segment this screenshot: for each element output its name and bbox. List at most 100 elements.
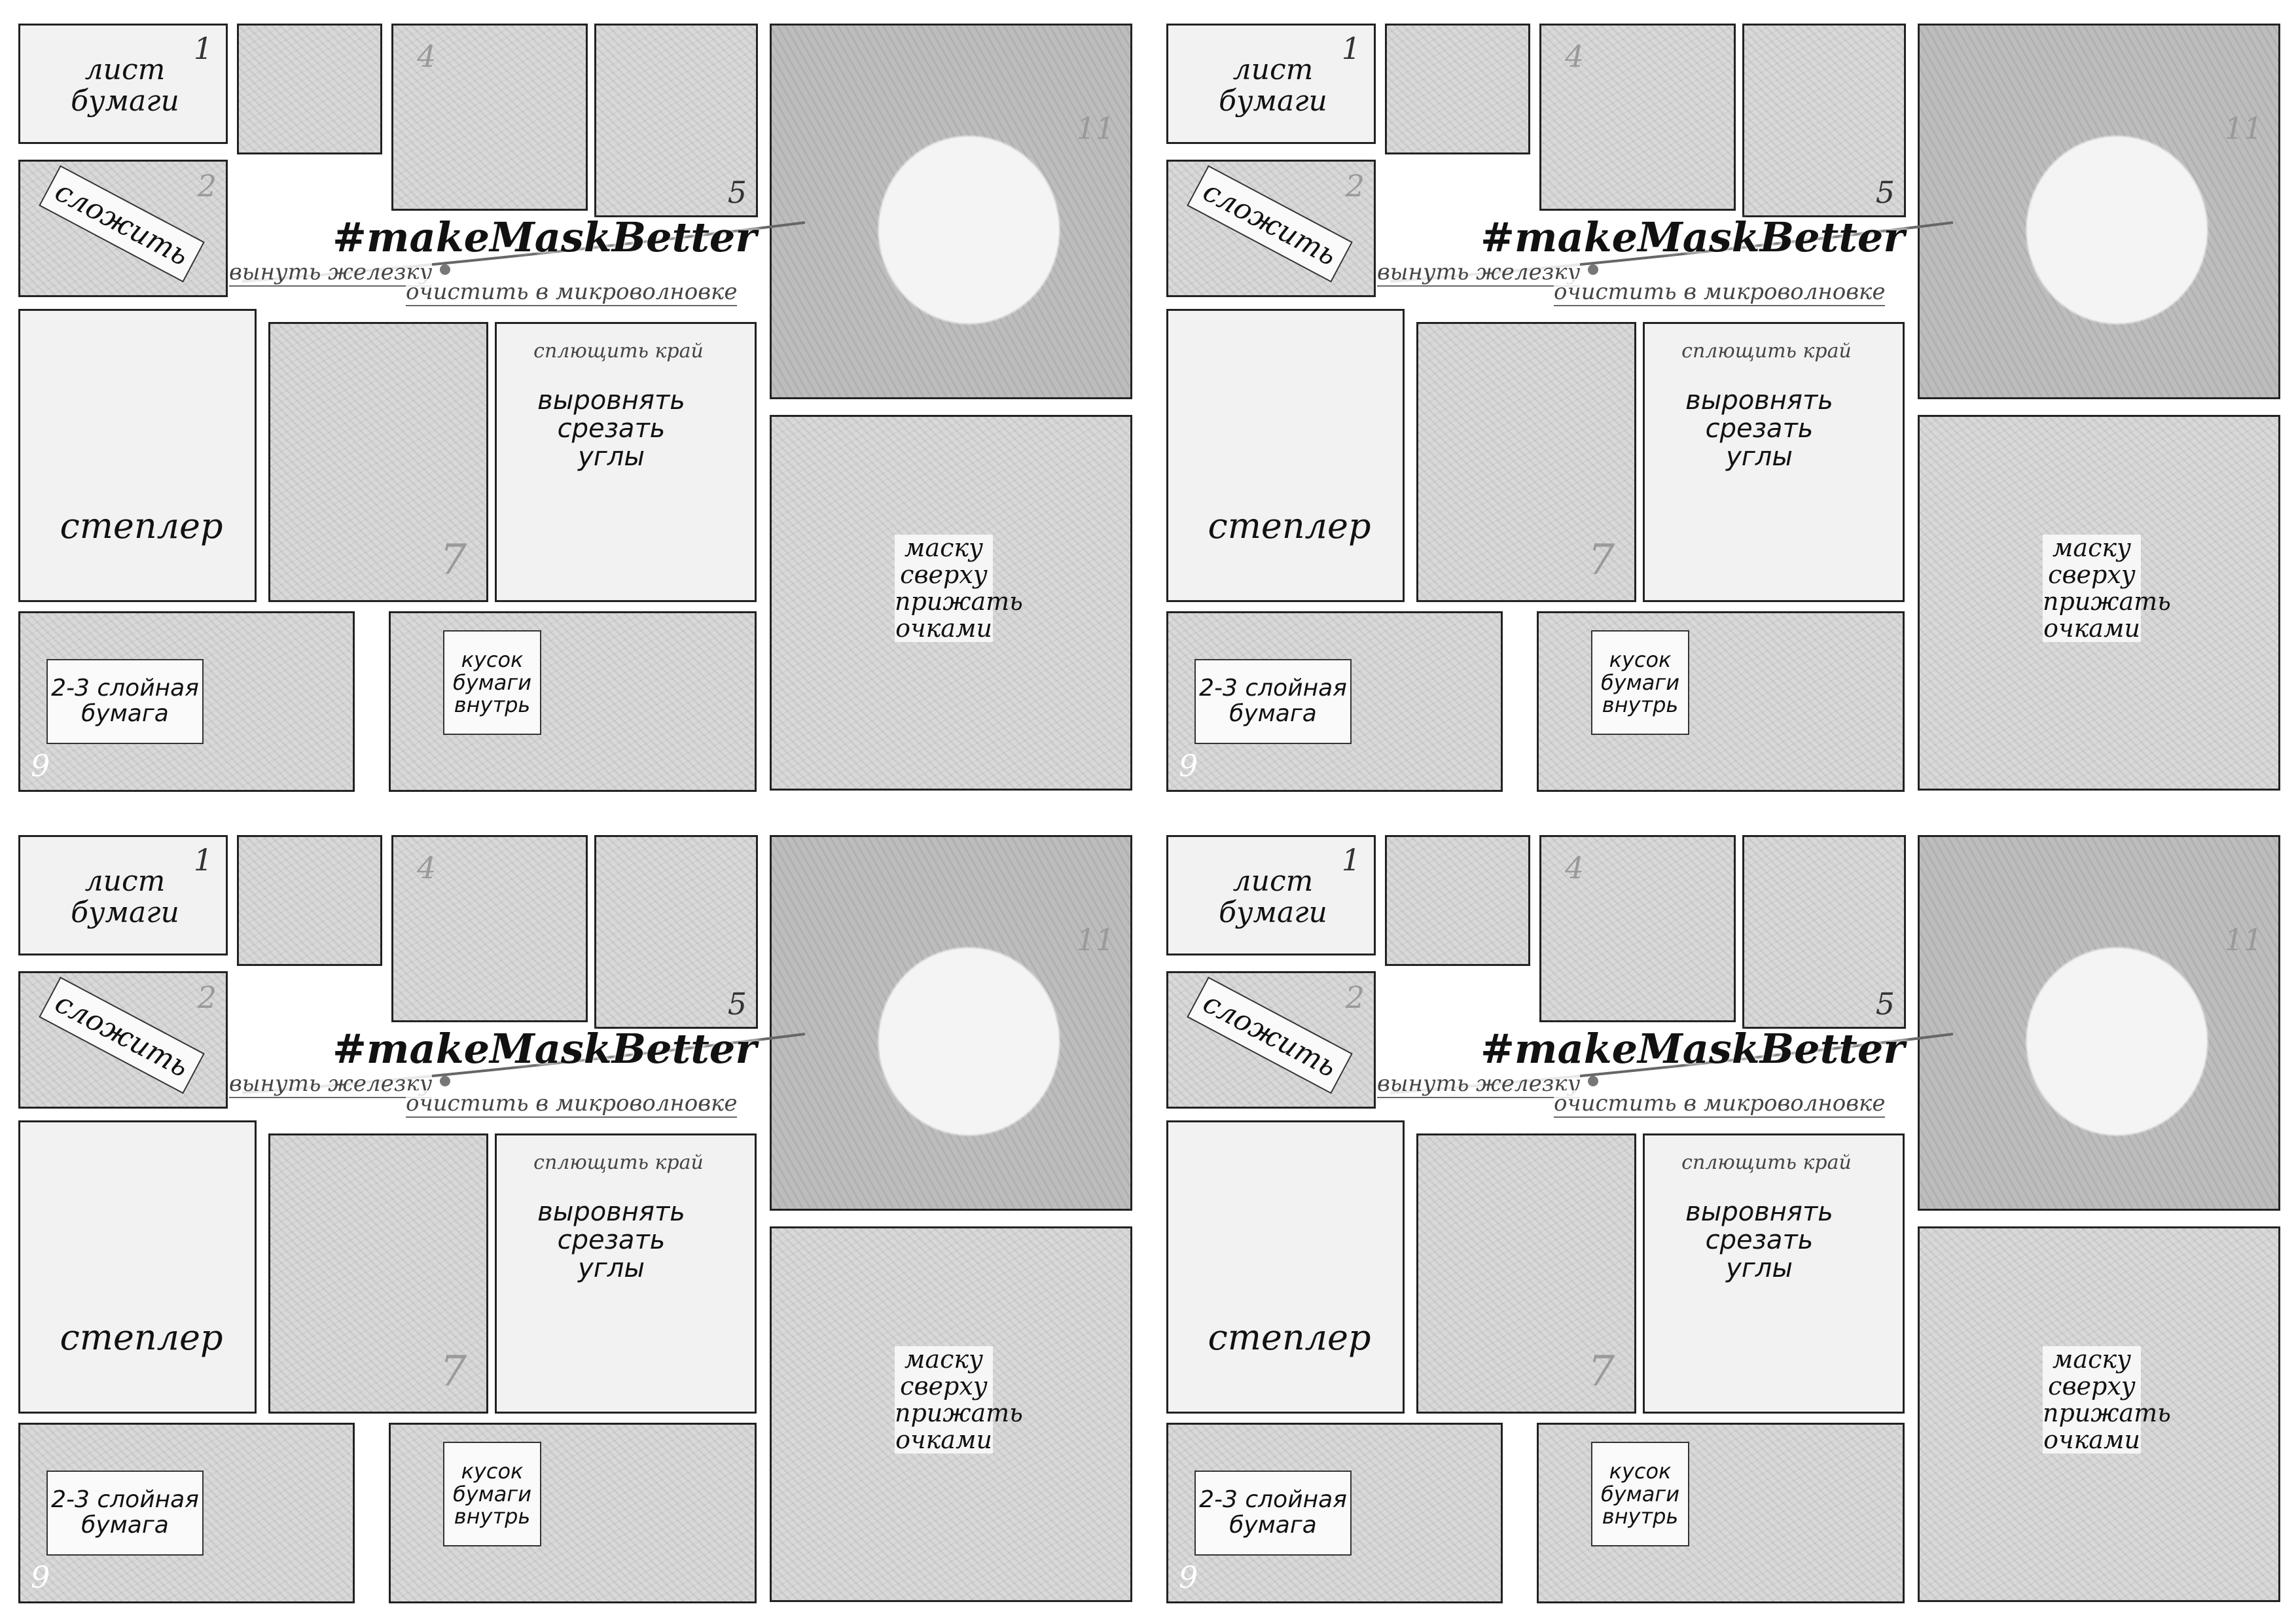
panel-1: лист бумаги 1 [18,24,228,144]
step-9-number: 9 [1179,1560,1198,1595]
stapler-label: степлер [1208,1317,1371,1358]
instruction-sheet-top-left: лист бумаги 1 4 5 11 сложить 2 #makeMask… [0,0,1148,812]
paper-type-label: 2-3 слойная бумага [1199,675,1347,727]
paper-inside-card: кусок бумаги внутрь [1591,1442,1689,1546]
panel-11: 11 [770,835,1132,1211]
instruction-sheet-bottom-left: лист бумаги 1 4 5 11 сложить 2 #makeMask… [0,812,1148,1623]
fold-label-card: сложить [1187,976,1353,1094]
step-1-label: лист бумаги [71,53,179,118]
step-11-number: 11 [2224,922,2263,957]
panel-stapler: степлер [1166,1120,1405,1414]
instruction-sheet-top-right: лист бумаги 1 4 5 11 сложить 2 #makeMask… [1148,0,2296,812]
fold-label-card: сложить [39,165,205,283]
paper-type-label: 2-3 слойная бумага [51,675,199,727]
hashtag-title: #makeMaskBetter [332,213,757,261]
step-9-number: 9 [31,1560,50,1595]
paper-type-card: 2-3 слойная бумага [46,659,204,744]
step-11-number: 11 [1076,922,1115,957]
step-4-number: 4 [1565,850,1585,885]
remove-wire-label: вынуть железку [229,259,433,287]
step-1-label: лист бумаги [71,865,179,929]
panel-4: 4 [391,24,588,211]
step-2-number: 2 [197,168,217,204]
microwave-label: очистить в микроволновке [406,279,738,306]
panel-5: 5 [1742,24,1906,217]
step-2-label: сложить [1197,174,1342,273]
align-cut-label: выровнять срезать углы [1685,1197,1833,1284]
panel-hand-1 [1385,24,1530,154]
panel-7: 7 [268,1133,488,1414]
panel-4: 4 [1539,24,1736,211]
panel-stapler: степлер [1166,309,1405,602]
press-glasses-label: маску сверху прижать очками [895,1345,1023,1455]
flatten-edge-label: сплющить край [1681,1151,1852,1174]
step-1-number: 1 [1341,842,1361,878]
step-2-label: сложить [49,986,194,1084]
panel-7: 7 [268,322,488,602]
panel-11: 11 [770,24,1132,399]
panel-7: 7 [1416,1133,1636,1414]
microwave-label: очистить в микроволновке [1554,279,1886,306]
step-2-label: сложить [49,174,194,273]
fold-label-card: сложить [1187,165,1353,283]
paper-type-label: 2-3 слойная бумага [51,1486,199,1539]
step-1-label: лист бумаги [1219,865,1327,929]
panel-2: сложить 2 [18,971,228,1109]
fold-label-card: сложить [39,976,205,1094]
panel-7: 7 [1416,322,1636,602]
panel-1: лист бумаги 1 [1166,835,1376,955]
panel-2: сложить 2 [1166,160,1376,297]
paper-inside-card: кусок бумаги внутрь [443,630,541,735]
step-5-number: 5 [727,175,747,210]
panel-9: 2-3 слойная бумага 9 [1166,611,1503,792]
step-9-number: 9 [31,748,50,783]
remove-wire-label: вынуть железку [1377,259,1581,287]
microwave-label: очистить в микроволновке [1554,1090,1886,1118]
flatten-edge-label: сплющить край [533,340,704,363]
panel-paper-inside: кусок бумаги внутрь [389,611,757,792]
panel-11: 11 [1918,24,2280,399]
step-5-number: 5 [727,986,747,1022]
remove-wire-label: вынуть железку [1377,1071,1581,1098]
flatten-edge-label: сплющить край [1681,340,1852,363]
panel-align: сплющить край выровнять срезать углы [495,322,757,602]
panel-stapler: степлер [18,309,257,602]
panel-paper-inside: кусок бумаги внутрь [389,1423,757,1603]
step-1-number: 1 [193,31,213,66]
panel-align: сплющить край выровнять срезать углы [1643,1133,1905,1414]
step-2-number: 2 [197,980,217,1015]
remove-wire-label: вынуть железку [229,1071,433,1098]
stapler-label: степлер [60,1317,223,1358]
step-11-number: 11 [1076,111,1115,146]
panel-4: 4 [391,835,588,1022]
panel-hand-1 [237,835,382,966]
press-glasses-label: маску сверху прижать очками [895,533,1023,643]
step-7-number: 7 [440,1347,467,1396]
hashtag-title: #makeMaskBetter [1480,1025,1905,1073]
align-cut-label: выровнять срезать углы [1685,385,1833,473]
step-7-number: 7 [1588,1347,1615,1396]
step-4-number: 4 [417,850,437,885]
panel-hand-1 [237,24,382,154]
step-7-number: 7 [440,536,467,584]
panel-5: 5 [594,24,758,217]
panel-1: лист бумаги 1 [18,835,228,955]
press-glasses-label: маску сверху прижать очками [2043,1345,2171,1455]
panel-align: сплющить край выровнять срезать углы [495,1133,757,1414]
step-5-number: 5 [1875,175,1895,210]
step-9-number: 9 [1179,748,1198,783]
align-cut-label: выровнять срезать углы [537,1197,685,1284]
paper-type-label: 2-3 слойная бумага [1199,1486,1347,1539]
step-4-number: 4 [417,39,437,74]
step-1-number: 1 [193,842,213,878]
stapler-label: степлер [60,505,223,546]
panel-5: 5 [1742,835,1906,1029]
panel-press-glasses: маску сверху прижать очками [770,1226,1132,1602]
paper-type-card: 2-3 слойная бумага [46,1471,204,1556]
panel-1: лист бумаги 1 [1166,24,1376,144]
panel-9: 2-3 слойная бумага 9 [18,611,355,792]
paper-inside-card: кусок бумаги внутрь [1591,630,1689,735]
paper-inside-label: кусок бумаги внутрь [1600,647,1680,718]
panel-5: 5 [594,835,758,1029]
panel-4: 4 [1539,835,1736,1022]
